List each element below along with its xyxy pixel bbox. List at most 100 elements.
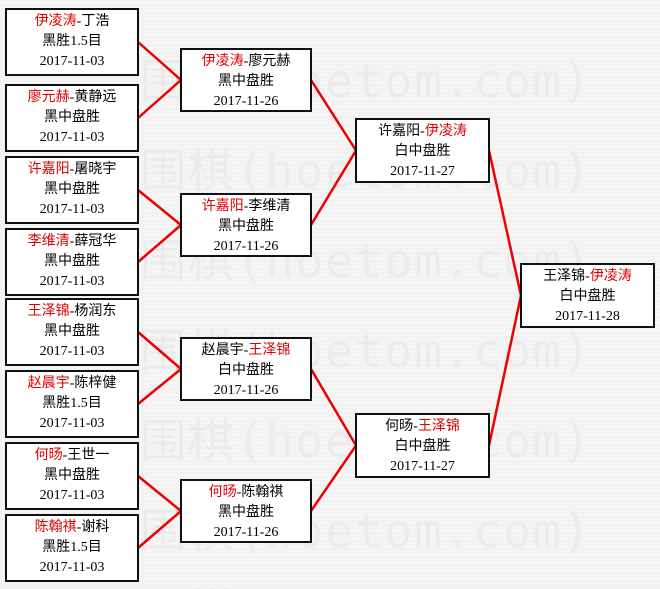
player1-name: 陈翰祺 [34, 520, 77, 535]
match-box-r1-6[interactable]: 赵晨宇-陈梓健 黑胜1.5目 2017-11-03 [5, 370, 139, 438]
player2-name: 廖元赫 [248, 54, 291, 69]
player2-name: 屠晓宇 [74, 162, 117, 177]
match-players: 王泽锦-伊凌涛 [522, 267, 653, 287]
match-date: 2017-11-03 [39, 416, 105, 431]
match-players: 赵晨宇-陈梓健 [7, 374, 137, 394]
player2-name: 黄静远 [74, 90, 117, 105]
match-date: 2017-11-27 [390, 459, 455, 474]
player2-name: 薛冠华 [74, 234, 117, 249]
match-result: 白中盘胜 [559, 289, 616, 304]
player1-name: 赵晨宇 [27, 376, 70, 391]
match-players: 伊凌涛-廖元赫 [182, 52, 310, 72]
match-box-r1-5[interactable]: 王泽锦-杨润东 黑中盘胜 2017-11-03 [5, 298, 139, 366]
vs-dash: - [413, 419, 418, 434]
match-players: 伊凌涛-丁浩 [7, 12, 137, 32]
match-date: 2017-11-03 [39, 274, 105, 289]
match-box-r1-8[interactable]: 陈翰祺-谢科 黑胜1.5目 2017-11-03 [5, 514, 139, 582]
match-box-r2-1[interactable]: 伊凌涛-廖元赫 黑中盘胜 2017-11-26 [180, 48, 312, 112]
player1-name: 廖元赫 [27, 90, 70, 105]
vs-dash: - [69, 234, 75, 249]
player2-name: 李维清 [248, 199, 291, 214]
player2-name: 伊凌涛 [424, 124, 467, 139]
vs-dash: - [236, 485, 242, 500]
player1-name: 伊凌涛 [201, 54, 244, 69]
match-box-r2-4[interactable]: 何旸-陈翰祺 黑中盘胜 2017-11-26 [180, 479, 312, 543]
player2-name: 王世一 [67, 448, 110, 463]
player1-name: 许嘉阳 [201, 199, 244, 214]
player1-name: 何旸 [385, 419, 414, 434]
vs-dash: - [243, 343, 249, 358]
match-result: 白中盘胜 [218, 363, 274, 378]
match-result: 黑中盘胜 [44, 110, 100, 125]
player1-name: 赵晨宇 [201, 343, 244, 358]
player2-name: 丁浩 [81, 14, 110, 29]
vs-dash: - [69, 304, 75, 319]
match-date: 2017-11-03 [39, 130, 105, 145]
match-box-r2-3[interactable]: 赵晨宇-王泽锦 白中盘胜 2017-11-26 [180, 337, 312, 401]
match-players: 陈翰祺-谢科 [7, 518, 137, 538]
match-result: 黑中盘胜 [44, 468, 100, 483]
vs-dash: - [420, 124, 425, 139]
match-players: 何旸-王世一 [7, 446, 137, 466]
match-box-r1-2[interactable]: 廖元赫-黄静远 黑中盘胜 2017-11-03 [5, 84, 139, 152]
match-box-r1-7[interactable]: 何旸-王世一 黑中盘胜 2017-11-03 [5, 442, 139, 510]
match-box-sf-1[interactable]: 许嘉阳-伊凌涛 白中盘胜 2017-11-27 [355, 118, 490, 183]
player2-name: 王泽锦 [417, 419, 460, 434]
player1-name: 何旸 [208, 485, 237, 500]
player1-name: 王泽锦 [543, 269, 586, 284]
match-date: 2017-11-26 [213, 239, 279, 254]
match-date: 2017-11-03 [39, 54, 105, 69]
match-box-r1-1[interactable]: 伊凌涛-丁浩 黑胜1.5目 2017-11-03 [5, 8, 139, 76]
vs-dash: - [76, 520, 82, 535]
vs-dash: - [585, 269, 590, 284]
player2-name: 杨润东 [74, 304, 117, 319]
match-result: 黑中盘胜 [44, 324, 100, 339]
player2-name: 王泽锦 [248, 343, 291, 358]
player1-name: 伊凌涛 [34, 14, 77, 29]
player2-name: 伊凌涛 [589, 269, 632, 284]
match-players: 许嘉阳-李维清 [182, 197, 310, 217]
match-players: 何旸-王泽锦 [357, 417, 488, 437]
match-players: 许嘉阳-伊凌涛 [357, 122, 488, 142]
player1-name: 许嘉阳 [27, 162, 70, 177]
vs-dash: - [69, 90, 75, 105]
match-result: 黑中盘胜 [218, 219, 274, 234]
vs-dash: - [243, 199, 249, 214]
match-date: 2017-11-26 [213, 383, 279, 398]
match-box-r1-4[interactable]: 李维清-薛冠华 黑中盘胜 2017-11-03 [5, 228, 139, 296]
match-box-final[interactable]: 王泽锦-伊凌涛 白中盘胜 2017-11-28 [520, 263, 655, 328]
vs-dash: - [69, 162, 75, 177]
match-players: 赵晨宇-王泽锦 [182, 341, 310, 361]
match-result: 黑中盘胜 [44, 254, 100, 269]
match-date: 2017-11-28 [555, 309, 620, 324]
match-players: 何旸-陈翰祺 [182, 483, 310, 503]
player1-name: 李维清 [27, 234, 70, 249]
match-result: 黑中盘胜 [218, 505, 274, 520]
match-result: 黑胜1.5目 [42, 396, 102, 411]
vs-dash: - [69, 376, 75, 391]
vs-dash: - [243, 54, 249, 69]
match-box-r1-3[interactable]: 许嘉阳-屠晓宇 黑中盘胜 2017-11-03 [5, 156, 139, 224]
match-result: 黑中盘胜 [218, 74, 274, 89]
player2-name: 谢科 [81, 520, 110, 535]
match-result: 白中盘胜 [394, 439, 451, 454]
vs-dash: - [76, 14, 82, 29]
player2-name: 陈梓健 [74, 376, 117, 391]
match-date: 2017-11-03 [39, 560, 105, 575]
vs-dash: - [62, 448, 68, 463]
match-players: 廖元赫-黄静远 [7, 88, 137, 108]
match-date: 2017-11-03 [39, 202, 105, 217]
match-box-sf-2[interactable]: 何旸-王泽锦 白中盘胜 2017-11-27 [355, 413, 490, 478]
match-players: 李维清-薛冠华 [7, 232, 137, 252]
match-date: 2017-11-26 [213, 525, 279, 540]
match-players: 王泽锦-杨润东 [7, 302, 137, 322]
player1-name: 何旸 [34, 448, 63, 463]
match-result: 黑胜1.5目 [42, 540, 102, 555]
match-players: 许嘉阳-屠晓宇 [7, 160, 137, 180]
match-box-r2-2[interactable]: 许嘉阳-李维清 黑中盘胜 2017-11-26 [180, 193, 312, 257]
player1-name: 许嘉阳 [378, 124, 421, 139]
player2-name: 陈翰祺 [241, 485, 284, 500]
match-result: 黑中盘胜 [44, 182, 100, 197]
watermark-text: 围棋(hoetom.com) [140, 575, 592, 589]
